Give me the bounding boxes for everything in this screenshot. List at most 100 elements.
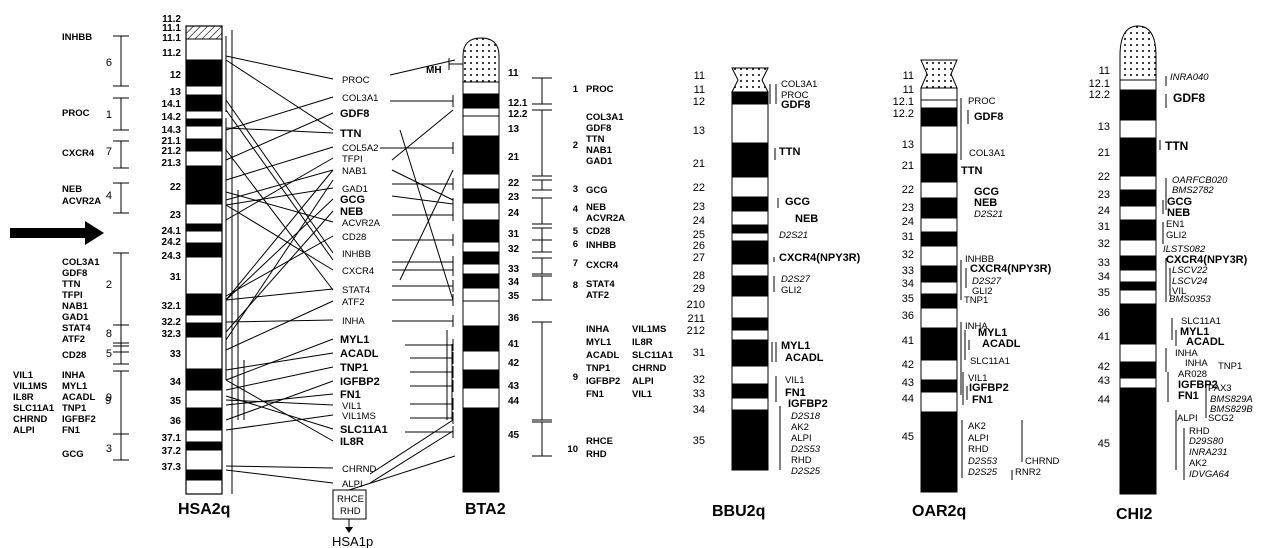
oar-band [921, 182, 957, 198]
mid-gene-list: PROCCOL3A1GDF8TTNCOL5A2TFPINAB1GAD1GCGNE… [340, 75, 388, 490]
hsa-gene-label: INHBB [62, 32, 92, 43]
hsa-gene-label: FN1 [62, 425, 81, 436]
chi-band [1120, 362, 1156, 378]
chi-gene-label: EN1 [1166, 219, 1184, 230]
oar-band-label: 42 [902, 359, 914, 371]
oar-band [921, 198, 957, 218]
chi-gene-label: INHA [1185, 358, 1208, 369]
homology-line [226, 147, 333, 180]
hsa-band [186, 369, 222, 390]
bbu-band-label: 21 [693, 158, 705, 170]
bbu-gene-label: NEB [795, 213, 818, 225]
hsa-band [186, 408, 222, 430]
bta-gene-label: NEB [586, 202, 606, 213]
homology-line [226, 301, 333, 350]
bbu-band-label: 32 [693, 374, 705, 386]
chi-band-label: 33 [1098, 257, 1110, 269]
hsa-band-label: 21.3 [162, 158, 182, 169]
bta-gene-label: MYL1 [586, 337, 612, 348]
bta-group-number: 8 [573, 280, 578, 291]
hsa-band [186, 442, 222, 450]
bbu-band-label: 29 [693, 283, 705, 295]
mid-gene-label: SLC11A1 [340, 424, 388, 436]
bta-gene-label: NAB1 [586, 145, 613, 156]
oar-band-label: 12.1 [893, 96, 914, 108]
oar-genes: PROCGDF8COL3A1TTNGCGNEBD2S21INHBBCXCR4(N… [961, 96, 1059, 480]
mid-gene-label: ACADL [340, 348, 379, 360]
homology-line [226, 339, 333, 380]
hsa-gene-label: CHRND [13, 414, 47, 425]
hsa-group-number: 8 [106, 328, 112, 340]
bta-band-label: 24 [508, 208, 520, 219]
chi-band [1120, 190, 1156, 206]
chi-band-label: 12.2 [1089, 89, 1110, 101]
bbu-band [732, 68, 768, 92]
bta-band-label: 36 [508, 313, 520, 324]
hsa-band-label: 11.2 [162, 48, 181, 59]
bta-gene-label: IL8R [632, 337, 653, 348]
chi-band [1120, 220, 1156, 240]
oar-band [921, 412, 957, 492]
bbu-band [732, 177, 768, 197]
bta-band [463, 326, 499, 351]
hsa-gene-label: PROC [62, 108, 90, 119]
chi-gene-label: TTN [1165, 139, 1188, 153]
homology-line [226, 466, 333, 468]
bta-band [463, 220, 499, 242]
oar-gene-label: FN1 [972, 394, 993, 406]
hsa-band [186, 60, 222, 86]
oar-gene-label: TNP1 [964, 295, 988, 306]
mid-gene-label: IGFBP2 [340, 376, 380, 388]
mid-gene-label: STAT4 [342, 285, 370, 296]
bbu-ideogram [732, 68, 768, 470]
bbu-band [732, 398, 768, 410]
hsa-gene-label: VIL1 [13, 370, 34, 381]
bbu-band [732, 225, 768, 233]
hsa-group-number: 6 [106, 57, 112, 69]
bbu-gene-label: D2S25 [791, 466, 821, 477]
hsa-band [186, 166, 222, 204]
bta-group-number: 4 [573, 204, 579, 215]
bbu-band-label: 31 [693, 347, 705, 359]
bta-band-label: 23 [508, 192, 520, 203]
hsa-band-label: 14.2 [162, 112, 182, 123]
hsa-band-label: 14.1 [162, 99, 182, 110]
bbu-band-label: 11 [694, 70, 705, 82]
oar-gene-label: ACADL [982, 338, 1021, 350]
chi-band [1120, 26, 1156, 80]
bta-title: BTA2 [465, 501, 506, 518]
bbu-genes: COL3A1PROCGDF8TTNGCGNEBD2S21CXCR4(NPY3R)… [770, 79, 861, 477]
bta-band [463, 116, 499, 136]
hsa-band-labels: 11.211.111.111.2121314.114.214.321.121.2… [162, 14, 182, 473]
bbu-band-label: 27 [693, 252, 705, 264]
hsa-band-label: 24.3 [162, 251, 182, 262]
hsa-group-number: 2 [106, 279, 112, 291]
hsa-band [186, 315, 222, 323]
oar-band [921, 360, 957, 380]
oar-band [921, 246, 957, 266]
chi-gene-label: SCG2 [1208, 413, 1234, 424]
hsa-gene-label: SLC11A1 [13, 403, 55, 414]
hsa-band-label: 32.3 [162, 329, 182, 340]
mid-gene-label: TNP1 [340, 362, 368, 374]
chi-title: CHI2 [1116, 506, 1153, 523]
hsa-gene-label: STAT4 [62, 323, 91, 334]
bbu-band-label: 211 [687, 313, 705, 325]
bta-band [463, 388, 499, 408]
bbu-gene-label: D2S53 [791, 444, 821, 455]
oar-gene-label: NEB [974, 197, 997, 209]
chi-band [1120, 388, 1156, 414]
chi-band [1120, 414, 1156, 494]
bta-band-label: 21 [508, 152, 520, 163]
oar-band [921, 308, 957, 328]
oar-gene-label: ALPI [968, 433, 989, 444]
oar-gene-label: RNR2 [1015, 467, 1041, 478]
bta-band-label: 31 [508, 229, 520, 240]
bta-gene-label: RHCE [586, 436, 613, 447]
bta-gene-label: TTN [586, 134, 605, 145]
chi-band [1120, 176, 1156, 190]
oar-gene-label: IGFBP2 [969, 382, 1009, 394]
hsa-title: HSA2q [178, 501, 230, 518]
mid-gene-label: CD28 [342, 232, 366, 243]
bbu-gene-label: GCG [785, 196, 810, 208]
